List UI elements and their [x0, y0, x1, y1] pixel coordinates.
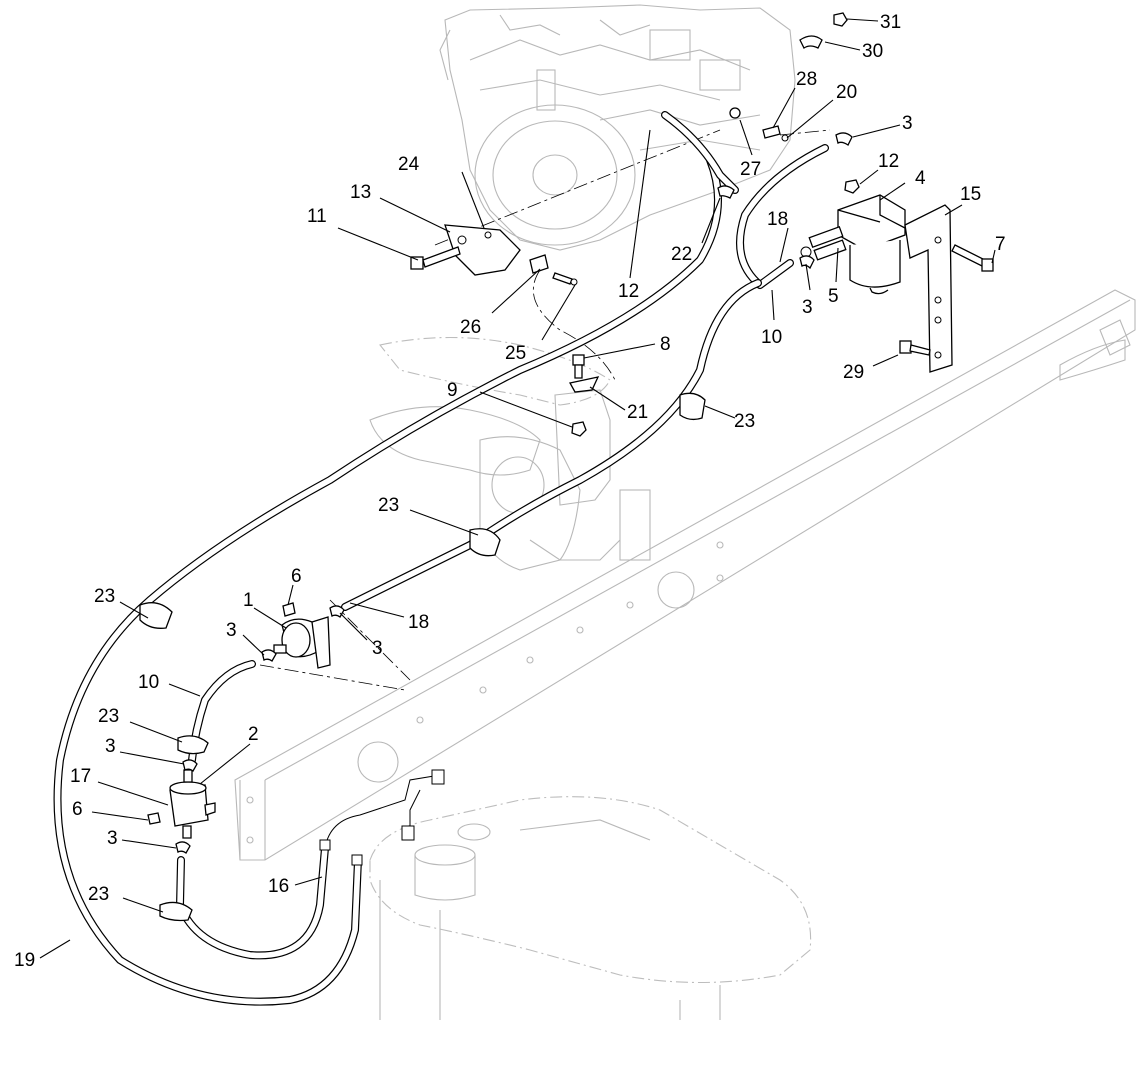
- leader-lines: [39, 18, 996, 959]
- callout-23-mid: 23: [378, 495, 399, 516]
- callout-30: 30: [862, 41, 883, 62]
- bolt-29: [899, 340, 931, 356]
- nut-31: [833, 12, 848, 27]
- callout-8: 8: [660, 334, 671, 355]
- callout-10-top: 10: [761, 327, 782, 348]
- callout-22: 22: [671, 244, 692, 265]
- callout-3-inline-top: 3: [105, 736, 116, 757]
- callout-23-left: 23: [94, 586, 115, 607]
- callout-29: 29: [843, 362, 864, 383]
- callout-27: 27: [740, 159, 761, 180]
- fitting-27-28-20: [729, 107, 789, 142]
- callout-6-pump: 6: [291, 566, 302, 587]
- hose-clamp-23-e: [159, 901, 193, 922]
- clamp-3-filter-bottom: [175, 841, 191, 854]
- background-fuel-tank: [369, 796, 812, 1020]
- fuel-pump-1: [273, 616, 331, 669]
- tank-fitting-lines: [319, 769, 445, 866]
- clip-30: [799, 35, 823, 49]
- callout-12-top: 12: [878, 151, 899, 172]
- callout-19: 19: [14, 950, 35, 971]
- callout-28: 28: [796, 69, 817, 90]
- fuel-hose-19: [53, 156, 722, 1006]
- callout-6-filter: 6: [72, 799, 83, 820]
- callout-5: 5: [828, 286, 839, 307]
- callout-1: 1: [243, 590, 254, 611]
- hose-clamp-23-b: [469, 528, 501, 557]
- clamp-3-pump-left: [261, 649, 277, 662]
- screw-6-pump: [282, 602, 296, 617]
- callout-labels: 31 30 28 20 3 27 12 4 15 7 18 5 3 10 29 …: [14, 12, 1006, 971]
- bolt-7: [951, 244, 994, 272]
- fitting-5: [800, 225, 847, 261]
- background-engine: [439, 4, 796, 251]
- callout-25: 25: [505, 343, 526, 364]
- callout-10-low: 10: [138, 672, 159, 693]
- callout-2: 2: [248, 724, 259, 745]
- callout-3-pump-left: 3: [226, 620, 237, 641]
- callout-20: 20: [836, 82, 857, 103]
- callout-17: 17: [70, 766, 91, 787]
- hose-clamp-23-c: [139, 602, 173, 629]
- callout-12-mid: 12: [618, 281, 639, 302]
- hose-clamp-23-a: [679, 392, 706, 421]
- nut-12: [844, 179, 860, 194]
- callout-4: 4: [915, 168, 926, 189]
- callout-3-top: 3: [902, 113, 913, 134]
- callout-21: 21: [627, 402, 648, 423]
- screw-25: [552, 272, 578, 286]
- fuel-hose-10-upper: [736, 144, 829, 289]
- fuel-hose-18-upper: [341, 279, 762, 611]
- bolt-8: [572, 354, 585, 379]
- clamp-22: [717, 185, 735, 199]
- callout-18-mid: 18: [408, 612, 429, 633]
- callout-31: 31: [880, 12, 901, 33]
- callout-26: 26: [460, 317, 481, 338]
- callout-3-filter: 3: [802, 297, 813, 318]
- clamp-3-top: [835, 132, 853, 146]
- nut-9: [571, 421, 587, 437]
- callout-11: 11: [307, 206, 327, 227]
- fuel-hose-12: [661, 111, 739, 194]
- clamp-3-filter-top: [182, 759, 198, 772]
- callout-23-right: 23: [734, 411, 755, 432]
- bolt-11: [410, 246, 461, 270]
- clamp-3-filter: [799, 255, 815, 270]
- callout-3-inline-bottom: 3: [107, 828, 118, 849]
- callout-23-bottom: 23: [88, 884, 109, 905]
- mounting-bracket-15: [904, 204, 953, 373]
- fuel-hose-16: [176, 844, 329, 960]
- hose-clamp-23-d: [177, 735, 209, 755]
- callout-13: 13: [350, 182, 371, 203]
- callout-15: 15: [960, 184, 981, 205]
- callout-7: 7: [995, 234, 1006, 255]
- screw-6-filter: [147, 812, 161, 825]
- background-frame-rail: [234, 289, 1136, 861]
- clip-26: [529, 254, 549, 274]
- callout-18-top: 18: [767, 209, 788, 230]
- callout-9: 9: [447, 380, 458, 401]
- callout-16: 16: [268, 876, 289, 897]
- inline-filter-17: [169, 769, 216, 839]
- callout-23-low: 23: [98, 706, 119, 727]
- fuel-filter-4: [837, 194, 906, 295]
- fuel-filter-bracket-13: [444, 224, 521, 276]
- callout-3-pump-right: 3: [372, 638, 383, 659]
- callout-24: 24: [398, 154, 420, 175]
